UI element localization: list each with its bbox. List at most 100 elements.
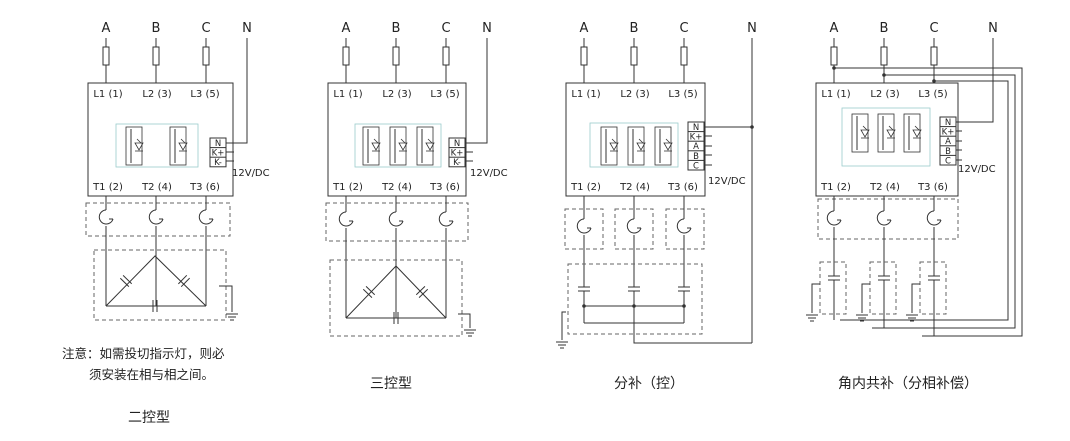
ct-box-3 [665, 208, 705, 250]
phase-label-a: A [102, 21, 111, 36]
fuse-symbol [392, 46, 400, 66]
label-l2: L2 (3) [142, 89, 171, 100]
capacitor-symbol [362, 288, 373, 298]
capacitor-box-3 [919, 261, 947, 315]
note-line-1: 注意：如需投切指示灯，则必 [62, 346, 225, 361]
thyristor-symbol [609, 142, 619, 151]
thyristor-symbol [180, 138, 186, 144]
terminal-label: B [945, 147, 951, 157]
capacitor-symbol [365, 286, 376, 296]
fuse-symbol [152, 46, 160, 66]
capacitor-box-2 [869, 261, 897, 315]
label-t3: T3 (6) [917, 182, 948, 193]
thyristor-symbol [178, 142, 188, 151]
current-transformer-symbol [338, 211, 354, 227]
tap-wire-a [834, 67, 1023, 337]
label-l2: L2 (3) [620, 89, 649, 100]
terminal-label: K- [214, 158, 222, 168]
thyristor-symbol [427, 138, 433, 144]
thyristor-module [169, 126, 187, 166]
voltage-label: 12V/DC [470, 168, 508, 179]
neutral-label: N [747, 21, 757, 36]
label-l1: L1 (1) [93, 89, 122, 100]
label-l1: L1 (1) [333, 89, 362, 100]
label-l1: L1 (1) [821, 89, 850, 100]
capacitor-bank [329, 259, 463, 337]
ct-group [325, 202, 469, 242]
neutral-wire [465, 38, 488, 144]
caption-three-control: 三控型 [370, 376, 412, 392]
label-l3: L3 (5) [190, 89, 219, 100]
current-transformer-symbol [148, 209, 164, 225]
terminal-label: A [945, 137, 951, 147]
ground-wire [811, 283, 820, 313]
ct-box-1 [564, 208, 604, 250]
label-t3: T3 (6) [667, 182, 698, 193]
capacitor-symbol [178, 274, 188, 285]
terminal-label: K+ [942, 128, 955, 138]
current-transformer-symbol [576, 218, 592, 234]
label-t2: T2 (4) [141, 182, 172, 193]
thyristor-symbol [400, 138, 406, 144]
phase-label-b: B [392, 21, 401, 36]
thyristor-symbol [136, 138, 142, 144]
thyristor-symbol [862, 125, 868, 131]
capacitor-symbol [180, 277, 190, 288]
label-l3: L3 (5) [918, 89, 947, 100]
thyristor-group [354, 123, 442, 168]
tap-wire-c [840, 80, 1009, 321]
switch-module-box [327, 82, 467, 197]
neutral-return-wire [633, 306, 752, 344]
thyristor-symbol [663, 142, 673, 151]
capacitor-symbol [122, 275, 133, 285]
terminal-label: N [945, 118, 951, 128]
capacitor-symbol [119, 277, 130, 287]
fuse-symbol [580, 46, 588, 66]
thyristor-module [877, 113, 895, 153]
fuse-symbol [202, 46, 210, 66]
thyristor-module [416, 126, 434, 166]
terminal-label: A [693, 142, 699, 152]
fuse-symbol [930, 46, 938, 66]
neutral-wire [956, 38, 994, 123]
label-t1: T1 (2) [820, 182, 851, 193]
ground-wire [861, 283, 870, 313]
voltage-label: 12V/DC [232, 168, 270, 179]
fuse-symbol [442, 46, 450, 66]
thyristor-module [125, 126, 143, 166]
delta-wire [345, 265, 447, 319]
terminal-label: K+ [451, 149, 464, 159]
thyristor-symbol [665, 138, 671, 144]
thyristor-symbol [914, 125, 920, 131]
phase-label-c: C [679, 21, 688, 36]
current-transformer-symbol [926, 210, 942, 226]
thyristor-group [841, 107, 931, 167]
note: 注意：如需投切指示灯，则必 须安装在相与相之间。 [62, 343, 225, 385]
terminal-label: B [693, 152, 699, 162]
current-transformer-symbol [676, 218, 692, 234]
tap-wire-b [872, 74, 1016, 329]
phase-label-a: A [580, 21, 589, 36]
phase-label-a: A [830, 21, 839, 36]
label-t1: T1 (2) [332, 182, 363, 193]
capacitor-symbol [418, 288, 429, 298]
caption-two-control: 二控型 [128, 410, 170, 426]
label-t2: T2 (4) [381, 182, 412, 193]
thyristor-symbol [425, 142, 435, 151]
current-transformer-symbol [388, 211, 404, 227]
current-transformer-symbol [198, 209, 214, 225]
phase-label-a: A [342, 21, 351, 36]
thyristor-module [627, 126, 645, 166]
current-transformer-symbol [98, 209, 114, 225]
current-transformer-symbol [876, 210, 892, 226]
delta-wire [105, 255, 207, 307]
switch-module-box [565, 82, 706, 197]
phase-label-b: B [880, 21, 889, 36]
fuse-symbol [830, 46, 838, 66]
thyristor-symbol [860, 129, 870, 138]
switch-module-box [815, 82, 959, 197]
